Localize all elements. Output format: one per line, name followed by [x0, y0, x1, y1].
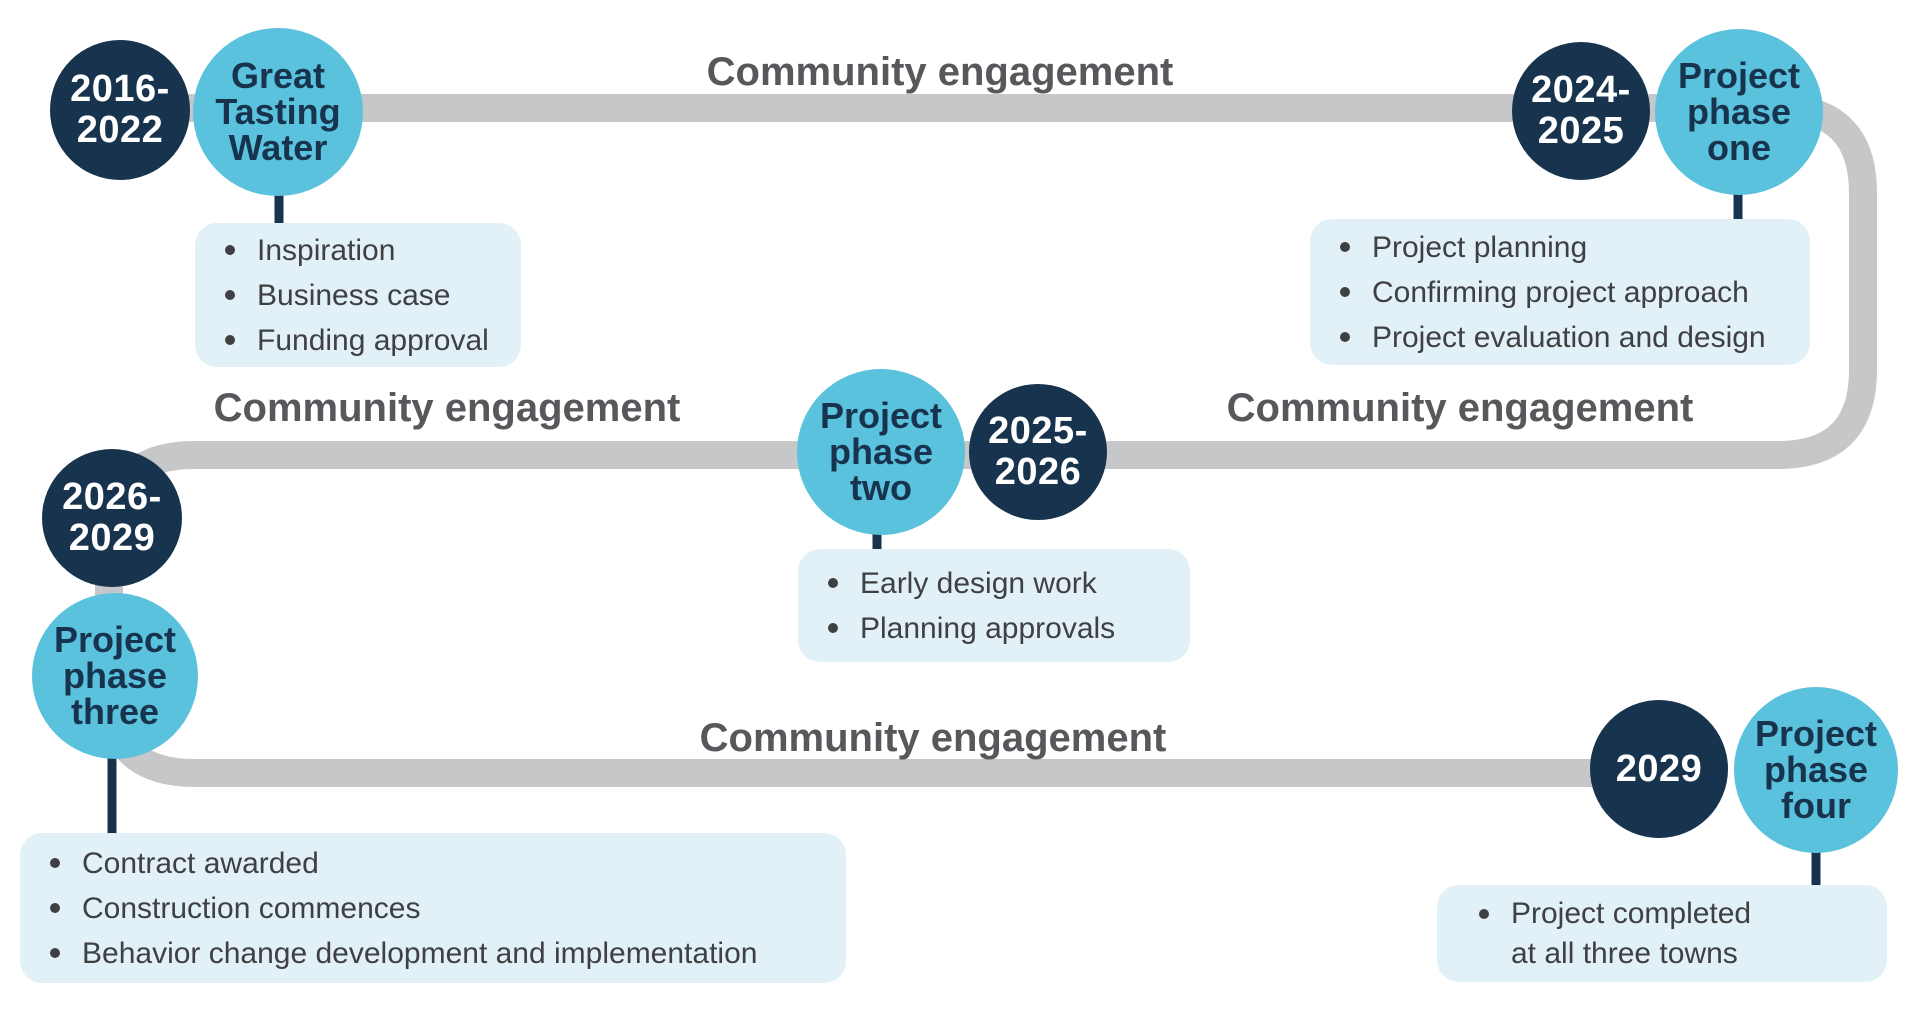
bullet-item: Early design work [820, 561, 1180, 606]
details-box-phase-four: Project completed at all three towns [1437, 885, 1887, 982]
bullet-item: Contract awarded [42, 841, 836, 886]
bullet-text: Project evaluation and design [1372, 320, 1766, 354]
bullet-item: Project planning [1332, 225, 1800, 270]
milestone-years-2024-2025: 2024- 2025 [1512, 42, 1650, 180]
bullet-item: Confirming project approach [1332, 270, 1800, 315]
bullet-item: Planning approvals [820, 606, 1180, 651]
bullet-dot-icon [50, 857, 60, 868]
milestone-years-2025-2026: 2025- 2026 [969, 384, 1107, 520]
milestone-years-2026-2029: 2026- 2029 [42, 449, 182, 587]
bullet-item: Behavior change development and implemen… [42, 931, 836, 976]
milestone-years-2016-2022: 2016- 2022 [50, 40, 190, 180]
bullet-text: Planning approvals [860, 611, 1116, 645]
bullet-text: Project planning [1372, 230, 1588, 264]
bullet-text: Confirming project approach [1372, 275, 1749, 309]
bullet-item: Inspiration [217, 228, 511, 273]
milestone-great-tasting-water: Great Tasting Water [193, 28, 363, 196]
milestone-project-phase-one: Project phase one [1655, 29, 1823, 195]
community-engagement-label-mid-right: Community engagement [1226, 386, 1694, 430]
bullet-dot-icon [50, 902, 60, 913]
bullet-dot-icon [828, 622, 838, 633]
bullet-dot-icon [225, 289, 235, 300]
bullet-dot-icon [225, 244, 235, 255]
bullet-text: Business case [257, 278, 451, 312]
bullet-dot-icon [828, 577, 838, 588]
bullet-item: Project evaluation and design [1332, 315, 1800, 360]
bullet-dot-icon [50, 947, 60, 958]
bullet-text: Contract awarded [82, 846, 319, 880]
bullet-dot-icon [1479, 908, 1489, 919]
bullet-dot-icon [225, 334, 235, 345]
bullet-text: Early design work [860, 566, 1097, 600]
bullet-item: Business case [217, 273, 511, 318]
bullet-text: Project completed at all three towns [1511, 896, 1752, 970]
bullet-item: Project completed at all three towns [1471, 894, 1877, 974]
bullet-text: Funding approval [257, 323, 489, 357]
bullet-dot-icon [1340, 241, 1350, 252]
bullet-item: Construction commences [42, 886, 836, 931]
bullet-text: Behavior change development and implemen… [82, 936, 758, 970]
milestone-project-phase-four: Project phase four [1734, 687, 1898, 853]
milestone-project-phase-three: Project phase three [32, 593, 198, 759]
community-engagement-label-top: Community engagement [706, 50, 1174, 94]
community-engagement-label-mid-left: Community engagement [213, 386, 681, 430]
milestone-project-phase-two: Project phase two [797, 369, 965, 535]
bullet-dot-icon [1340, 331, 1350, 342]
bullet-item: Funding approval [217, 318, 511, 363]
bullet-text: Inspiration [257, 233, 396, 267]
bullet-text: Construction commences [82, 891, 421, 925]
milestone-years-2029: 2029 [1590, 700, 1728, 838]
community-engagement-label-bottom: Community engagement [699, 716, 1167, 760]
bullet-dot-icon [1340, 286, 1350, 297]
